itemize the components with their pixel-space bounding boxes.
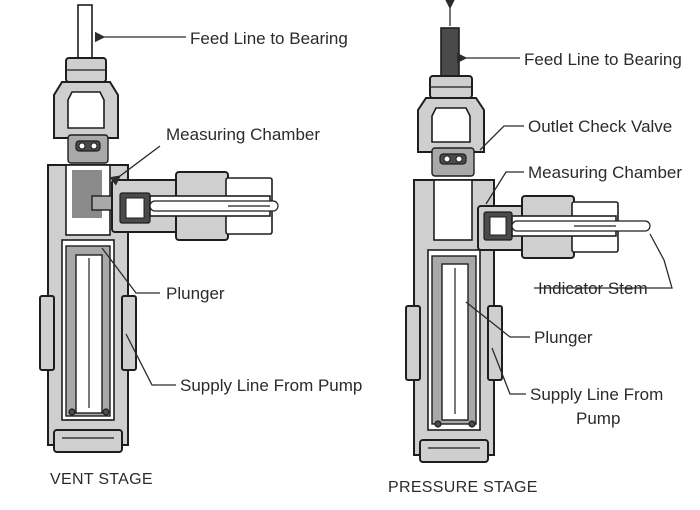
feed-line-label-right: Feed Line to Bearing bbox=[524, 50, 682, 69]
plunger-leader-right bbox=[465, 301, 530, 338]
indicator-stem-leader bbox=[534, 233, 673, 289]
feed-line-label-left: Feed Line to Bearing bbox=[190, 29, 348, 48]
supply-line-leader-right bbox=[491, 347, 526, 395]
measuring-chamber-leader-right bbox=[485, 171, 524, 205]
supply-line-label-right-line2: Pump bbox=[576, 409, 620, 428]
feed-line-tube-filled bbox=[440, 27, 460, 81]
supply-line-leader-left bbox=[125, 333, 176, 386]
supply-collar bbox=[39, 295, 55, 371]
vent-stage-caption: VENT STAGE bbox=[50, 471, 153, 488]
measuring-chamber-label-left: Measuring Chamber bbox=[166, 125, 320, 144]
plunger-leader-left bbox=[101, 247, 160, 294]
feed-line-tube bbox=[77, 4, 93, 64]
pressure-stage-injector bbox=[405, 0, 651, 463]
vent-stage-injector bbox=[39, 4, 279, 453]
supply-line-label-left: Supply Line From Pump bbox=[180, 376, 362, 395]
indicator-stem-label: Indicator Stem bbox=[538, 279, 648, 298]
pressure-stage-caption: PRESSURE STAGE bbox=[388, 479, 538, 496]
outlet-check-valve-leader bbox=[479, 125, 524, 151]
indicator-stem bbox=[149, 200, 279, 212]
supply-line-label-right-line1: Supply Line From bbox=[530, 385, 663, 404]
measuring-chamber-leader-left bbox=[109, 145, 161, 186]
plunger-label-left: Plunger bbox=[166, 284, 225, 303]
outlet-check-valve-label: Outlet Check Valve bbox=[528, 117, 672, 136]
measuring-chamber-label-right: Measuring Chamber bbox=[528, 163, 682, 182]
plunger-spring bbox=[66, 408, 112, 421]
plunger-label-right: Plunger bbox=[534, 328, 593, 347]
